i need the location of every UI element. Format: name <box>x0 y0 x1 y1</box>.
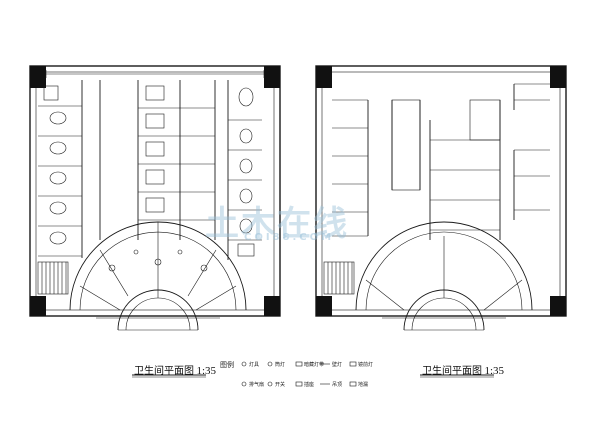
semicircle-lobby-right <box>355 221 533 331</box>
column-bl-r <box>316 296 332 316</box>
right-stall-row <box>227 80 262 260</box>
left-stall-row <box>38 80 83 258</box>
right-drawing-title: 卫生间平面图 1:35 <box>422 362 504 377</box>
middle-stall-rows <box>99 80 216 240</box>
hatched-area-right <box>323 261 355 295</box>
right-plan-left-stalls <box>332 99 369 237</box>
legend-item: 地漏 <box>358 382 369 388</box>
right-title-scale: 1:35 <box>484 365 505 377</box>
legend-item: 灯具 <box>249 362 260 368</box>
column-br <box>264 296 280 316</box>
right-plan-center-block <box>391 99 501 240</box>
semicircle-lobby <box>69 221 247 331</box>
legend-item: 插座 <box>304 382 315 388</box>
column-tl-r <box>316 66 332 88</box>
right-floor-plan <box>315 65 567 331</box>
legend-symbols <box>241 361 357 387</box>
left-drawing-title: 卫生间平面图 1:35 <box>134 362 216 377</box>
legend-item: 筒灯 <box>275 362 286 368</box>
legend-item: 暗藏灯带 <box>304 362 325 368</box>
column-tr <box>264 66 280 88</box>
column-br-r <box>550 296 566 316</box>
column-bl <box>30 296 46 316</box>
legend-item: 镜前灯 <box>358 362 374 368</box>
legend-item: 排气扇 <box>249 382 265 388</box>
watermark-text: 土木在线 <box>205 204 349 244</box>
left-title-text: 卫生间平面图 <box>134 366 194 377</box>
column-tr-r <box>550 66 566 88</box>
legend-heading: 图例 <box>220 361 234 369</box>
left-floor-plan <box>29 65 281 331</box>
watermark-sub: COI88.COM <box>244 232 335 243</box>
column-tl <box>30 66 46 88</box>
right-title-text: 卫生间平面图 <box>422 366 482 377</box>
legend-item: 壁灯 <box>332 362 343 368</box>
legend-item: 开关 <box>275 382 286 388</box>
hatched-area <box>37 261 69 295</box>
right-plan-right-stalls <box>513 83 550 220</box>
left-title-scale: 1:35 <box>196 365 217 377</box>
legend-item: 吊顶 <box>332 382 343 388</box>
